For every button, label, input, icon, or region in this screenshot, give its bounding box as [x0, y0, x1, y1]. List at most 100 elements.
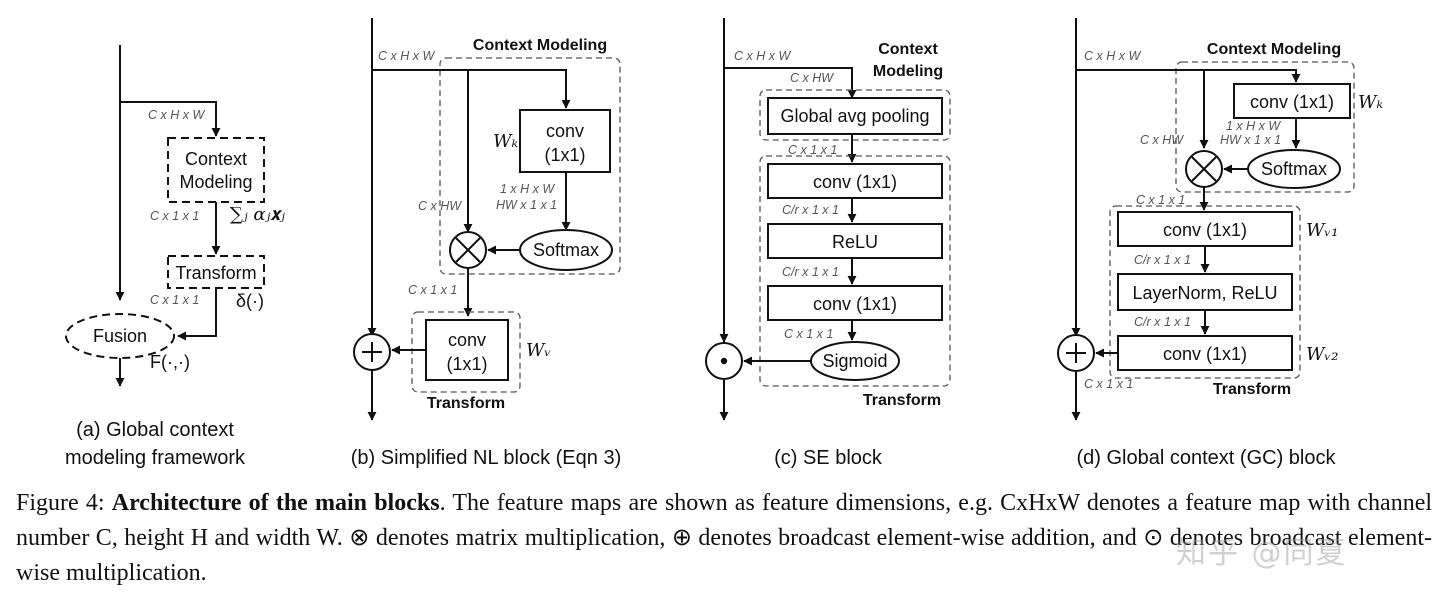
- architecture-figure: C x H x W Context Modeling C x 1 x 1 ∑ⱼ …: [65, 18, 1384, 469]
- c-dim-hw: C x HW: [790, 71, 834, 85]
- d-dim-r2: C/r x 1 x 1: [1134, 315, 1191, 329]
- b-matmul-cross: [455, 237, 481, 263]
- c-context-group: [759, 89, 951, 141]
- b-dim-k2: HW x 1 x 1: [496, 198, 557, 212]
- d-transform-group: [1109, 205, 1301, 379]
- c-relu-label: ReLU: [832, 232, 878, 252]
- b-group-title: Context Modeling: [473, 37, 607, 54]
- b-conv-k-2: (1x1): [544, 145, 585, 165]
- d-conv-v1-box: [1117, 211, 1293, 247]
- caption-rest: . The feature maps are shown as feature …: [16, 490, 1433, 586]
- b-transform-group: [411, 311, 521, 393]
- d-ln-box: [1117, 273, 1293, 311]
- c-transform-title: Transform: [863, 392, 941, 409]
- b-conv-v-2: (1x1): [446, 354, 487, 374]
- figure-caption: Figure 4: Architecture of the main block…: [16, 486, 1432, 591]
- c-group-title-1: Context: [878, 41, 938, 58]
- a-caption-2: modeling framework: [65, 447, 246, 469]
- c-conv2-box: [767, 285, 943, 321]
- d-dim-k1: 1 x H x W: [1226, 119, 1281, 133]
- a-context-label-1: Context: [185, 149, 247, 169]
- panel-c: Context Modeling C x H x W C x HW Global…: [705, 18, 951, 469]
- d-conv-k-label: conv (1x1): [1250, 92, 1334, 112]
- a-delta: δ(·): [236, 291, 264, 311]
- a-dim-mid: C x 1 x 1: [150, 209, 199, 223]
- b-conv-k-1: conv: [546, 121, 584, 141]
- d-dim-out: C x 1 x 1: [1084, 377, 1133, 391]
- b-conv-k: [519, 109, 611, 173]
- d-ln-label: LayerNorm, ReLU: [1132, 283, 1277, 303]
- c-dim-2: C x 1 x 1: [784, 327, 833, 341]
- c-dim-1: C x 1 x 1: [788, 143, 837, 157]
- b-softmax-label: Softmax: [533, 240, 599, 260]
- c-transform-group: [759, 155, 951, 387]
- c-relu-box: [767, 223, 943, 259]
- b-context-group: [439, 57, 621, 275]
- watermark-text: 知乎 @同夏: [1176, 536, 1348, 571]
- d-branch-k: [1076, 69, 1301, 83]
- a-arrow-to-fusion: [177, 288, 217, 341]
- d-conv-v1-label: conv (1x1): [1163, 220, 1247, 240]
- a-branch-line: [120, 101, 221, 137]
- d-dim-k2: HW x 1 x 1: [1220, 133, 1281, 147]
- b-dim-out: C x 1 x 1: [408, 283, 457, 297]
- d-transform-title: Transform: [1213, 381, 1291, 398]
- a-dim-top: C x H x W: [148, 108, 205, 122]
- d-wk: Wₖ: [1358, 92, 1384, 113]
- b-conv-v-1: conv: [448, 330, 486, 350]
- a-caption-1: (a) Global context: [76, 419, 234, 441]
- a-sum-formula: ∑ⱼ αⱼ𝐱ⱼ: [230, 204, 285, 225]
- panel-b: Context Modeling C x H x W C x HW conv (…: [351, 18, 621, 469]
- c-pool-label: Global avg pooling: [780, 106, 929, 126]
- c-dim-top: C x H x W: [734, 49, 791, 63]
- caption-bold: Architecture of the main blocks: [111, 490, 440, 516]
- d-wv2: Wᵥ₂: [1306, 344, 1338, 365]
- d-add-plus: [1066, 343, 1086, 363]
- b-dim-top: C x H x W: [378, 49, 435, 63]
- d-caption: (d) Global context (GC) block: [1077, 447, 1337, 469]
- a-transform-box: [167, 255, 265, 289]
- b-caption: (b) Simplified NL block (Eqn 3): [351, 447, 621, 469]
- c-group-title-2: Modeling: [873, 63, 943, 80]
- b-dim-k1: 1 x H x W: [500, 182, 555, 196]
- b-dim-hw: C x HW: [418, 199, 462, 213]
- c-dim-r1: C/r x 1 x 1: [782, 203, 839, 217]
- panel-a: C x H x W Context Modeling C x 1 x 1 ∑ⱼ …: [65, 45, 285, 469]
- d-dim-r1: C/r x 1 x 1: [1134, 253, 1191, 267]
- a-context-label-2: Modeling: [179, 172, 252, 192]
- a-fusion-ellipse: [65, 313, 175, 359]
- d-wv1: Wᵥ₁: [1306, 220, 1338, 241]
- c-sigmoid-label: Sigmoid: [822, 351, 887, 371]
- d-conv-v2-label: conv (1x1): [1163, 344, 1247, 364]
- c-branch-line: [724, 67, 857, 99]
- b-wv: Wᵥ: [526, 340, 551, 361]
- b-add-plus: [362, 342, 382, 362]
- c-pool-box: [767, 97, 943, 135]
- b-wk: Wₖ: [493, 131, 519, 152]
- a-fusion-label: Fusion: [93, 326, 147, 346]
- caption-lead: Figure 4:: [16, 490, 105, 516]
- a-fusion-fn: F(·,·): [150, 352, 190, 372]
- d-context-group: [1175, 61, 1355, 193]
- a-dim-bottom: C x 1 x 1: [150, 293, 199, 307]
- c-conv2-label: conv (1x1): [813, 294, 897, 314]
- c-caption: (c) SE block: [774, 447, 883, 469]
- c-conv1-box: [767, 163, 943, 199]
- d-conv-v2-box: [1117, 335, 1293, 371]
- a-transform-label: Transform: [175, 263, 256, 283]
- d-group-title: Context Modeling: [1207, 41, 1341, 58]
- c-dim-r2: C/r x 1 x 1: [782, 265, 839, 279]
- d-conv-k-box: [1233, 83, 1351, 119]
- d-dim-top: C x H x W: [1084, 49, 1141, 63]
- a-context-box: [167, 137, 265, 203]
- b-branch-k: [372, 69, 571, 109]
- c-conv1-label: conv (1x1): [813, 172, 897, 192]
- panel-d: Context Modeling C x H x W C x HW conv (…: [1057, 18, 1384, 469]
- d-dim-1: C x 1 x 1: [1136, 193, 1185, 207]
- d-softmax-label: Softmax: [1261, 159, 1327, 179]
- d-matmul-cross: [1191, 156, 1217, 182]
- b-conv-v: [425, 319, 509, 381]
- b-transform-title: Transform: [427, 395, 505, 412]
- c-mul-dot: [720, 357, 728, 365]
- d-dim-hw: C x HW: [1140, 133, 1184, 147]
